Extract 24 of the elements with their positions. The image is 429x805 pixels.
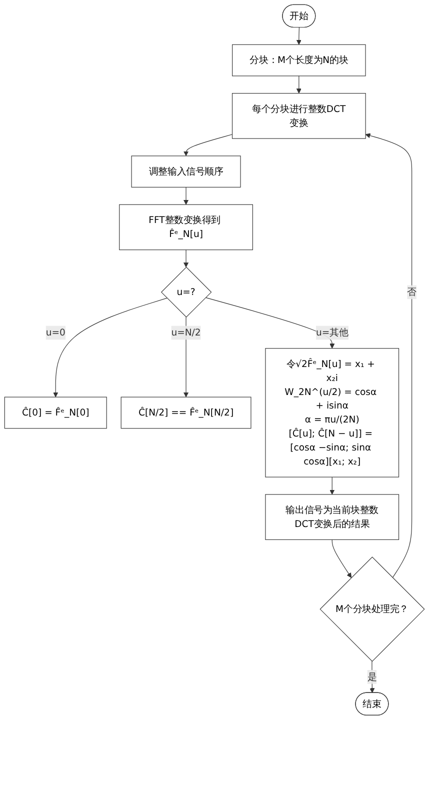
node-diamond: u=? (160, 266, 212, 318)
node-box: 调整输入信号顺序 (131, 156, 241, 188)
node-diamond: M个分块处理完？ (320, 556, 425, 662)
arrow (183, 186, 189, 205)
node-box: FFT整数变换得到 F̂ᵉ_N[u] (119, 204, 253, 250)
edge-label: u=0 (46, 326, 66, 338)
arrow (330, 476, 335, 495)
edge-label: 是 (367, 671, 377, 682)
arrow (183, 134, 233, 156)
node-box: 分块：M个长度为N的块 (232, 44, 366, 76)
arrow (296, 76, 302, 94)
arrow (296, 27, 302, 45)
edge-label: u=其他 (316, 326, 348, 338)
edge-label: 否 (407, 286, 416, 298)
node-box: 输出信号为当前块整数DCT变换后的结果 (265, 494, 400, 540)
node-box: Ĉ[0] = F̂ᵉ_N[0] (4, 396, 107, 429)
arrow (53, 298, 168, 398)
arrow (332, 539, 352, 578)
node-box: 每个分块进行整数DCT变换 (232, 93, 366, 139)
node-box: Ĉ[N/2] == F̂ᵉ_N[N/2] (120, 396, 252, 429)
edge-label: u=N/2 (171, 326, 201, 338)
arrow (365, 133, 412, 578)
arrow (183, 250, 189, 268)
node-box: 令√2F̂ᵉ_N[u] = x₁ + x₂i W_2N^(u/2) = cosα + isinα α = πu/(2N) [Ĉ[u]; Ĉ[N − u]] = [cosα −sinα; sinα cosα][x₁; x₂] (265, 348, 400, 478)
